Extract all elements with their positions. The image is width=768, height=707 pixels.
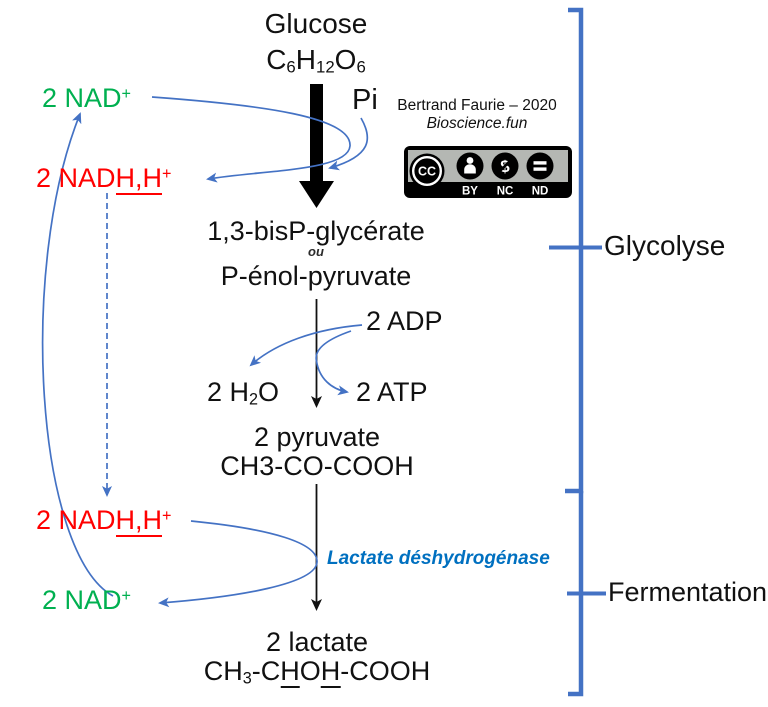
intermediate-bisp-glycerate-label: 1,3-bisP-glycérate xyxy=(207,216,425,246)
pyruvate-formula: CH3-CO-COOH xyxy=(220,451,414,481)
lactate-dehydrogenase-label: Lactate déshydrogénase xyxy=(327,548,550,569)
fermentation-bracket xyxy=(568,491,584,697)
svg-text:CC: CC xyxy=(418,165,436,179)
cc-nc-dollar-icon: $ xyxy=(491,152,519,180)
cc-license-badge: CC $ BY NC ND xyxy=(404,146,572,198)
glucose-formula: C6H12O6 xyxy=(266,44,366,77)
glycolysis-bracket xyxy=(565,7,584,494)
credit-author: Bertrand Faurie – 2020 xyxy=(397,97,557,114)
cc-by-label: BY xyxy=(462,186,478,198)
cc-logo-icon: CC xyxy=(409,153,445,189)
fermentation-bracket-label: Fermentation xyxy=(608,577,768,607)
adp-to-h2o-curve xyxy=(249,324,363,367)
nad-plus-top-label: 2 NAD+ xyxy=(42,83,131,113)
atp-label: 2 ATP xyxy=(356,377,428,407)
pi-label: Pi xyxy=(352,84,378,116)
glucose-label: Glucose xyxy=(264,8,368,39)
glycolysis-bracket-label: Glycolyse xyxy=(604,230,726,261)
intermediate-pep-label: P-énol-pyruvate xyxy=(220,261,412,291)
adp-label: 2 ADP xyxy=(366,306,443,336)
pi-entry-curve xyxy=(328,117,369,171)
nad-to-nadh-curve xyxy=(151,96,351,183)
cc-by-person-icon xyxy=(456,152,484,180)
cc-nd-label: ND xyxy=(532,186,549,198)
cc-nd-equals-icon xyxy=(526,152,554,180)
adp-to-atp-curve xyxy=(315,330,352,396)
cc-nc-label: NC xyxy=(497,186,514,198)
nad-plus-bottom-label: 2 NAD+ xyxy=(42,585,131,615)
glucose-step-arrow xyxy=(299,84,334,208)
lactate-label: 2 lactate xyxy=(265,627,369,657)
nadh-top-label: 2 NADH,H+ xyxy=(36,163,172,195)
or-word: ou xyxy=(308,244,324,259)
credit-site: Bioscience.fun xyxy=(426,115,528,132)
nad-regeneration-curve xyxy=(41,112,114,597)
pyruvate-label: 2 pyruvate xyxy=(253,422,381,452)
h2o-label: 2 H2O xyxy=(207,377,280,409)
nadh-bottom-label: 2 NADH,H+ xyxy=(36,505,172,537)
nadh-to-nad-fermentation-curve xyxy=(158,520,318,608)
lactate-formula: CH3-CHOH-COOH xyxy=(203,656,431,688)
